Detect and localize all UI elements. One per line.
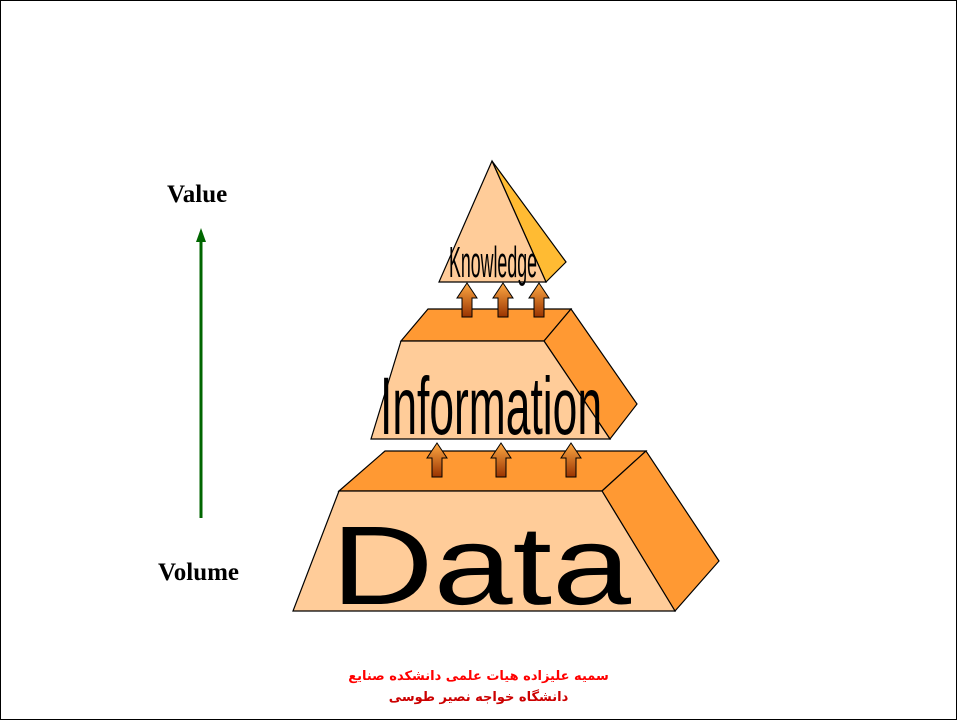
knowledge-label: Knowledge (449, 238, 537, 287)
value-label: Value (167, 181, 228, 208)
footer-author-line: سمیه علیزاده هیات علمی دانشکده صنایع (348, 669, 609, 684)
information-block: Information (370, 308, 638, 452)
knowledge-pyramid: Knowledge (438, 159, 567, 287)
data-label: Data (331, 503, 632, 628)
footer-university-line: دانشگاه خواجه نصیر طوسی (388, 690, 569, 705)
value-volume-axis-arrow (196, 228, 206, 518)
information-to-knowledge-arrows (456, 282, 550, 318)
volume-label: Volume (158, 559, 240, 586)
information-label: Information (380, 361, 602, 452)
data-block: Data (292, 450, 720, 628)
footer: سمیه علیزاده هیات علمی دانشکده صنایع دان… (1, 666, 956, 708)
